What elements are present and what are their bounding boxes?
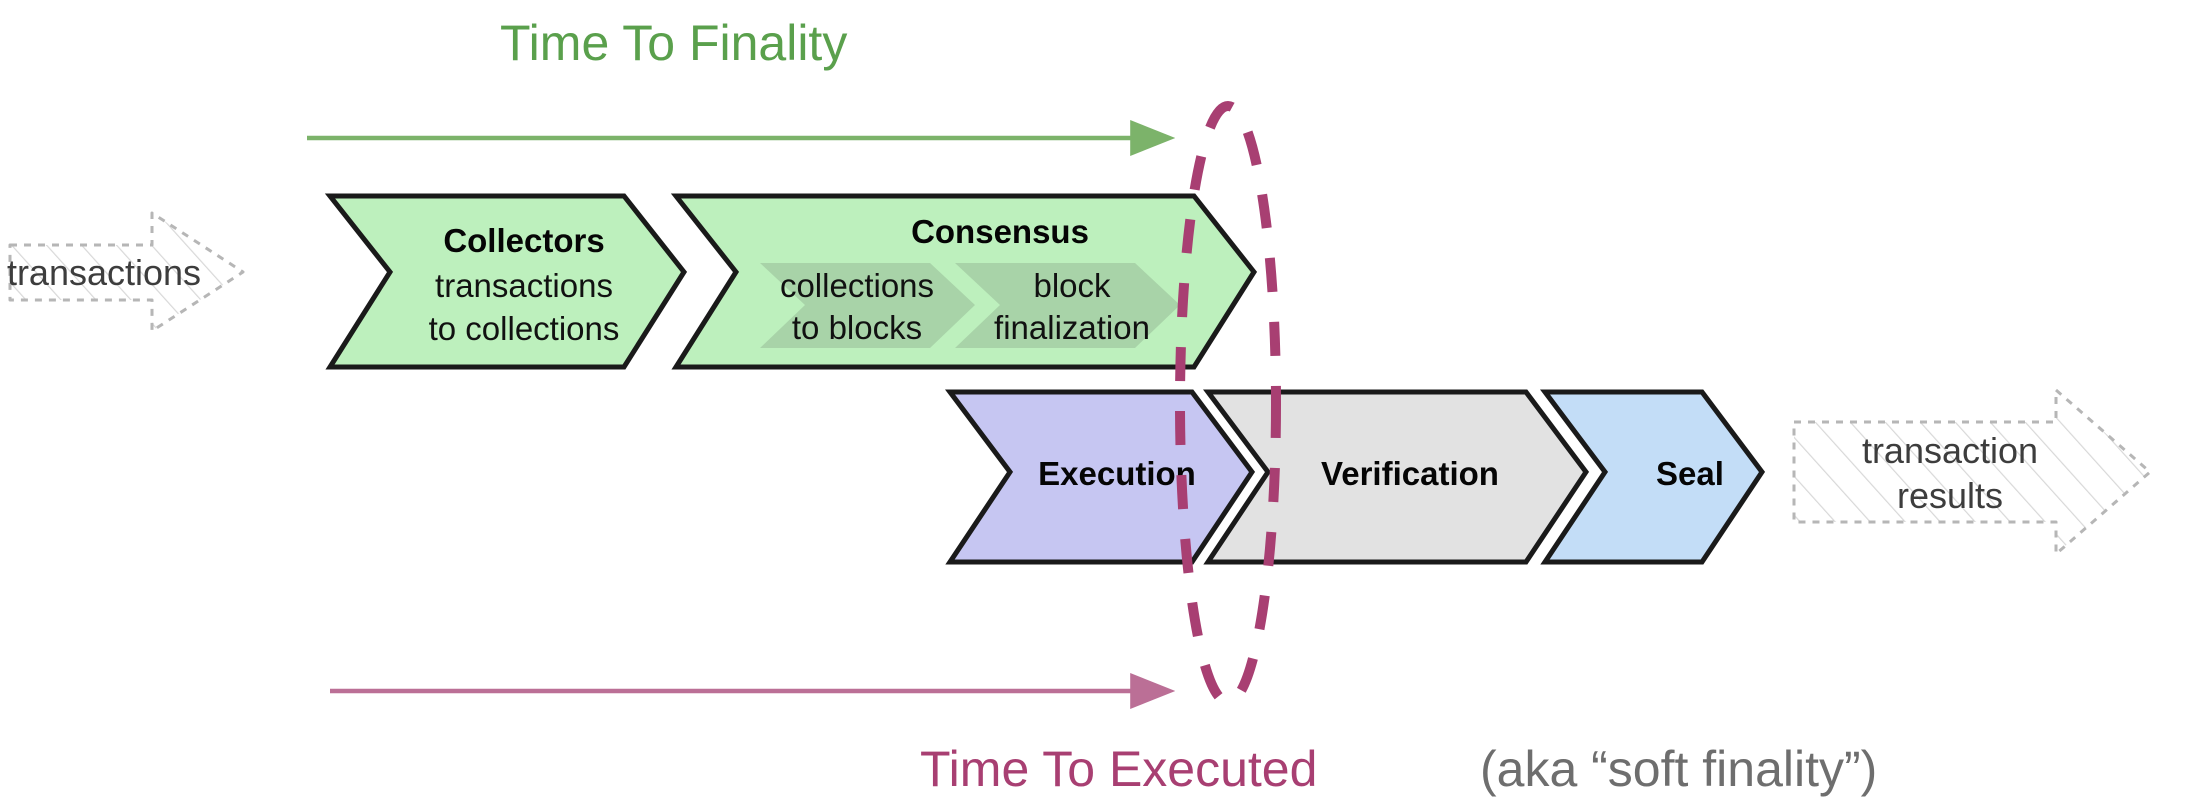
substage-block-finalization-line-1: block <box>1033 267 1111 304</box>
input-ghost-arrow: transactions <box>7 211 245 333</box>
stage-seal[interactable]: Seal <box>1540 389 1766 565</box>
input-ghost-label: transactions <box>7 252 201 293</box>
stage-execution-title: Execution <box>1038 455 1196 492</box>
time-to-finality-title: Time To Finality <box>500 15 847 71</box>
stage-verification-title: Verification <box>1321 455 1499 492</box>
substage-collections-to-blocks-line-2: to blocks <box>792 309 922 346</box>
stage-consensus[interactable]: Consensus collections to blocks block fi… <box>670 193 1258 370</box>
output-ghost-label-line-2: results <box>1897 475 2003 516</box>
stage-verification-shape <box>1203 389 1590 565</box>
stage-seal-title: Seal <box>1656 455 1724 492</box>
output-ghost-arrow: transaction results <box>1792 388 2152 556</box>
substage-collections-to-blocks[interactable]: collections to blocks <box>760 263 975 348</box>
substage-collections-to-blocks-shape <box>760 263 975 348</box>
output-ghost-shape <box>1792 388 2152 556</box>
stage-collectors-title: Collectors <box>443 222 604 259</box>
substage-block-finalization-line-2: finalization <box>994 309 1150 346</box>
stage-collectors[interactable]: Collectors transactions to collections <box>324 193 688 370</box>
substage-block-finalization-shape <box>955 263 1180 348</box>
stage-collectors-subline-2: to collections <box>429 310 620 347</box>
stage-collectors-shape <box>324 193 688 370</box>
substage-block-finalization[interactable]: block finalization <box>955 263 1180 348</box>
stage-seal-shape <box>1540 389 1766 565</box>
time-to-executed-caption-main: Time To Executed <box>920 741 1317 797</box>
substage-collections-to-blocks-line-1: collections <box>780 267 934 304</box>
time-to-executed-caption-note: (aka “soft finality”) <box>1480 741 1877 797</box>
stage-execution[interactable]: Execution <box>945 389 1256 565</box>
stage-consensus-title: Consensus <box>911 213 1089 250</box>
output-ghost-label-line-1: transaction <box>1862 430 2038 471</box>
finality-boundary-ellipse <box>1175 101 1281 707</box>
time-to-executed-caption: Time To Executed <box>920 741 1317 797</box>
stage-verification[interactable]: Verification <box>1203 389 1590 565</box>
stage-collectors-subline-1: transactions <box>435 267 613 304</box>
input-ghost-shape <box>8 211 245 333</box>
